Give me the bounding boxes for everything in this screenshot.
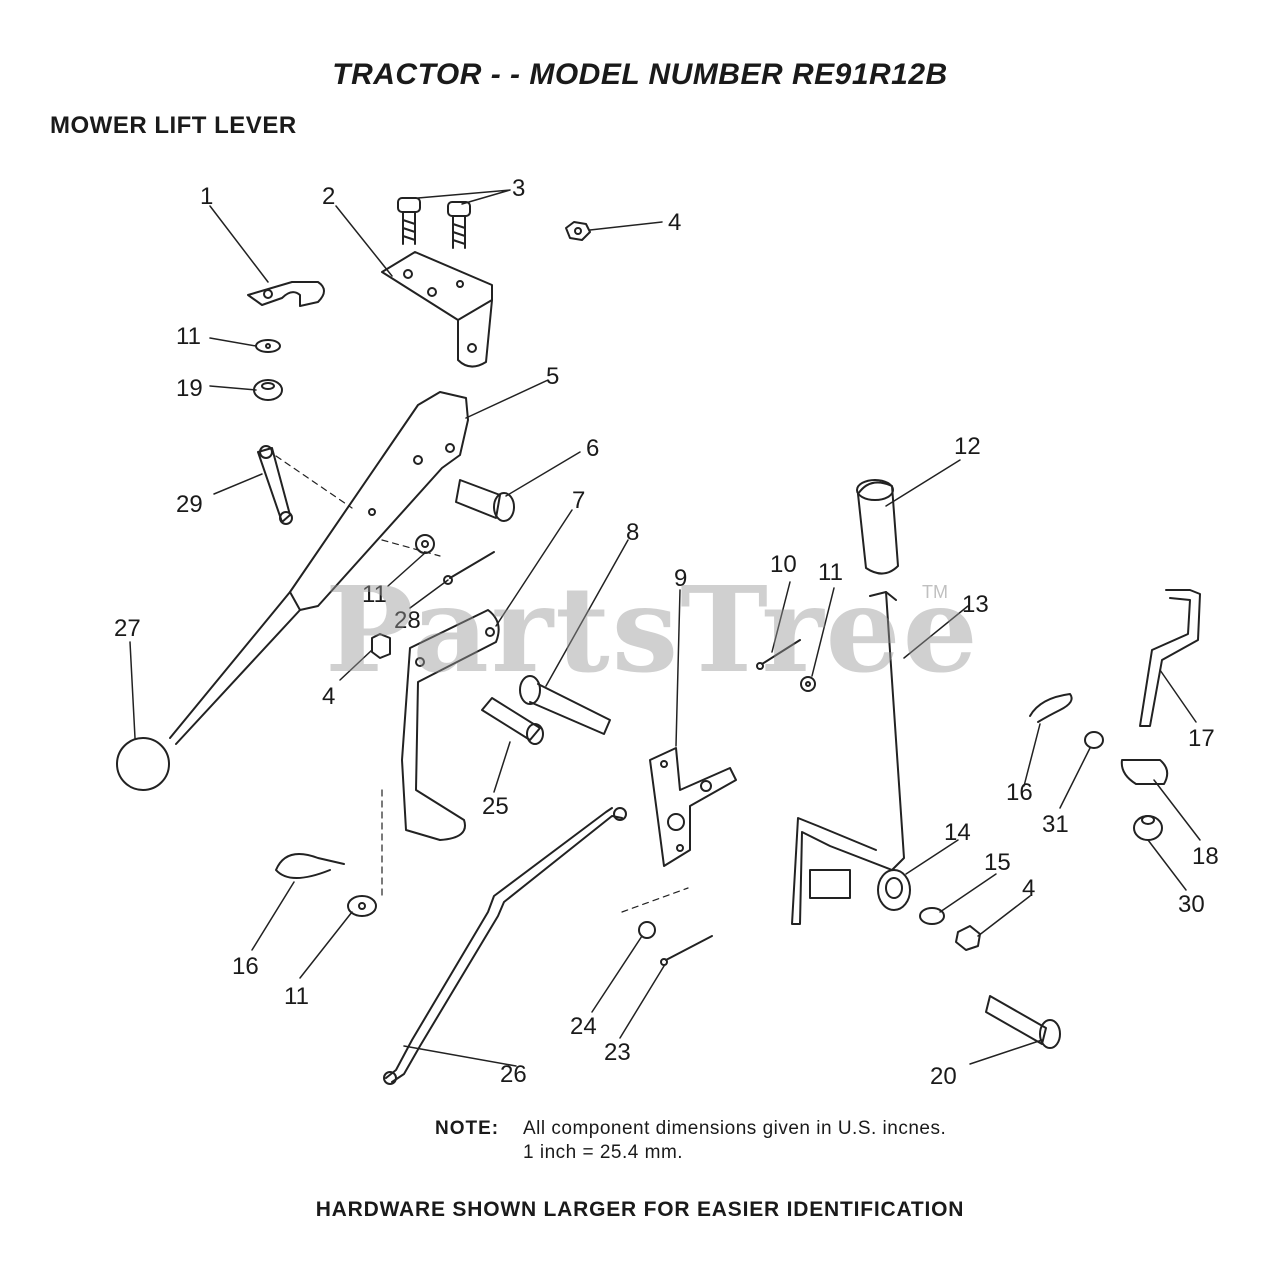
note-label: NOTE: [435, 1118, 500, 1139]
callout-11-mid: 11 [362, 581, 387, 608]
part-bracket-9 [649, 747, 737, 867]
callout-5: 5 [546, 363, 559, 390]
callout-18: 18 [1192, 843, 1219, 870]
part-bushing-19 [253, 379, 283, 401]
note-line-1: All component dimensions given in U.S. i… [523, 1118, 947, 1139]
callout-9: 9 [674, 565, 687, 592]
callout-2: 2 [322, 183, 335, 210]
callout-4: 4 [668, 209, 681, 236]
part-washer-11-c [800, 676, 816, 692]
part-cotter-23 [660, 935, 713, 966]
callout-13: 13 [962, 591, 989, 618]
part-washer-15 [919, 907, 945, 925]
callout-10: 10 [770, 551, 797, 578]
part-clip-1 [247, 281, 325, 307]
part-knob-27 [116, 737, 170, 791]
hardware-footer-note: HARDWARE SHOWN LARGER FOR EASIER IDENTIF… [315, 1198, 965, 1221]
part-bolt-8 [519, 675, 611, 735]
part-arm-5 [169, 391, 469, 745]
callout-11-right: 11 [818, 559, 843, 586]
callout-23: 23 [604, 1039, 631, 1066]
part-bolts-3 [397, 197, 471, 249]
part-rod-17 [1139, 589, 1201, 727]
part-nut-4-right [955, 925, 981, 951]
part-grip-12 [856, 479, 899, 575]
callout-4-right: 4 [1022, 875, 1035, 902]
part-link-29 [257, 445, 293, 525]
section-subtitle: MOWER LIFT LEVER [50, 112, 297, 139]
callout-29: 29 [176, 491, 203, 518]
callout-14: 14 [944, 819, 971, 846]
trademark-symbol: TM [922, 582, 948, 602]
callout-11: 11 [176, 323, 201, 350]
callout-25: 25 [482, 793, 509, 820]
callout-30: 30 [1178, 891, 1205, 918]
callout-28: 28 [394, 607, 421, 634]
diagram-title: TRACTOR - - MODEL NUMBER RE91R12B [332, 58, 948, 91]
callout-16-right: 16 [1006, 779, 1033, 806]
callout-4-mid: 4 [322, 683, 335, 710]
part-washer-11-a [255, 339, 281, 353]
part-rod-26 [383, 807, 627, 1085]
callout-numbers: 1 2 3 4 11 19 5 6 29 7 8 9 10 11 12 13 1… [114, 175, 1219, 1090]
callout-20: 20 [930, 1063, 957, 1090]
callout-26: 26 [500, 1061, 527, 1088]
callout-6: 6 [586, 435, 599, 462]
part-washer-24 [638, 921, 656, 939]
part-cotter-10 [756, 639, 801, 670]
part-bolt-20 [985, 995, 1061, 1049]
callout-31: 31 [1042, 811, 1069, 838]
part-hairpin-16-right [1029, 693, 1073, 723]
callout-3: 3 [512, 175, 525, 202]
callout-12: 12 [954, 433, 981, 460]
part-sleeve-25 [481, 697, 544, 745]
part-hairpin-16-left [275, 853, 345, 879]
part-bolt-6 [455, 479, 515, 522]
callout-8: 8 [626, 519, 639, 546]
partstree-watermark: PartsTree [325, 560, 980, 699]
part-washer-31 [1084, 731, 1104, 749]
part-bushing-14 [877, 869, 911, 911]
callout-1: 1 [200, 183, 213, 210]
callout-19: 19 [176, 375, 203, 402]
part-washer-11-d [347, 895, 377, 917]
leader-lines [129, 189, 1201, 1067]
note-line-2: 1 inch = 25.4 mm. [523, 1142, 684, 1163]
callout-7: 7 [572, 487, 585, 514]
callout-17: 17 [1188, 725, 1215, 752]
callout-24: 24 [570, 1013, 597, 1040]
part-lever-13 [791, 591, 905, 925]
part-spacer-18 [1120, 759, 1169, 785]
callout-11-lower: 11 [284, 983, 309, 1010]
callout-27: 27 [114, 615, 141, 642]
part-nut-4-top [565, 221, 591, 241]
alignment-lines [275, 455, 689, 913]
part-nut-4-mid [371, 633, 391, 659]
part-nut-30 [1133, 815, 1163, 841]
callout-15: 15 [984, 849, 1011, 876]
part-pin-28 [443, 551, 495, 585]
part-bracket-2 [381, 251, 493, 368]
callout-16-left: 16 [232, 953, 259, 980]
